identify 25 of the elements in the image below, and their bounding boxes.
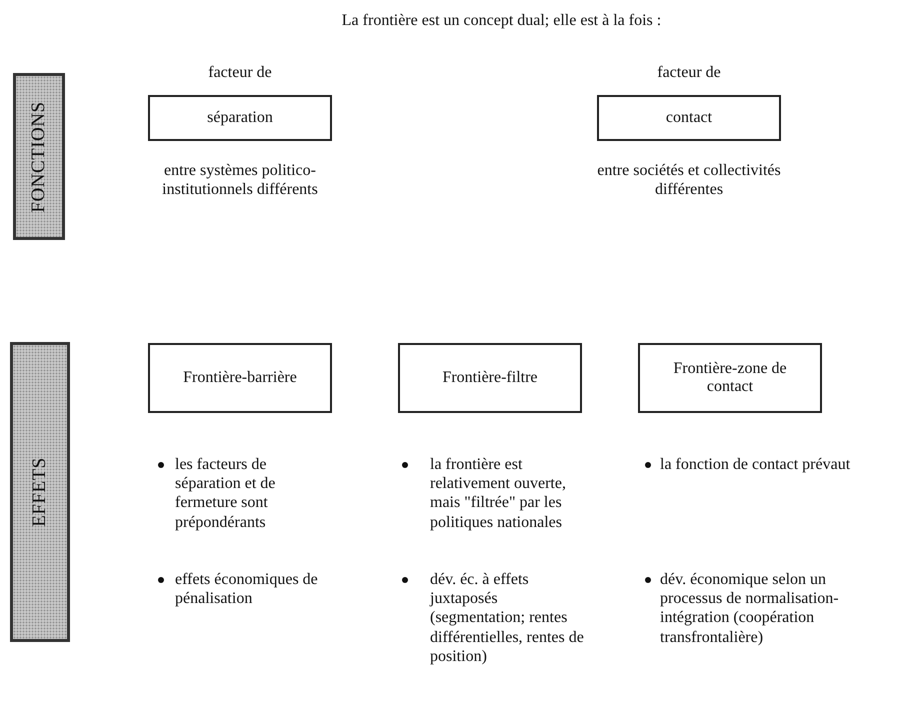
concept-box (638, 343, 822, 413)
section-band (10, 342, 70, 642)
bullet-text: la fonction de contact prévaut (660, 455, 852, 474)
node-text: Frontière-zone de contact (672, 360, 788, 396)
node-text: EFFETS (29, 457, 51, 527)
concept-box (148, 95, 332, 141)
node-text: Frontière-barrière (182, 369, 298, 387)
concept-box (398, 343, 582, 413)
section-band (13, 73, 65, 240)
box-heading: facteur de (656, 63, 722, 82)
bullet-text: les facteurs de séparation et de fermeture sont prépondérants (175, 455, 276, 532)
bullet-text: effets économiques de pénalisation (175, 570, 319, 608)
box-caption: entre systèmes politico-institutionnels différents (161, 161, 319, 200)
node-text: séparation (206, 109, 274, 127)
bullet-text: dév. éc. à effets juxtaposés (segmentation; rentes différentielles, rentes de position) (430, 570, 585, 666)
node-text: FONCTIONS (28, 100, 50, 212)
box-caption: entre sociétés et collectivités différentes (596, 161, 782, 200)
bullet-text: la frontière est relativement ouverte, mais "filtrée" par les politiques nationales (430, 455, 567, 532)
diagram-title: La frontière est un concept dual; elle est à la fois : (340, 12, 662, 30)
concept-box (148, 343, 332, 413)
concept-box (597, 95, 781, 141)
node-text: Frontière-filtre (441, 369, 539, 387)
node-text: contact (664, 109, 714, 127)
bullet-text: dév. économique selon un processus de normalisation-intégration (coopération transfrontalière) (660, 570, 840, 647)
box-heading: facteur de (207, 63, 273, 82)
